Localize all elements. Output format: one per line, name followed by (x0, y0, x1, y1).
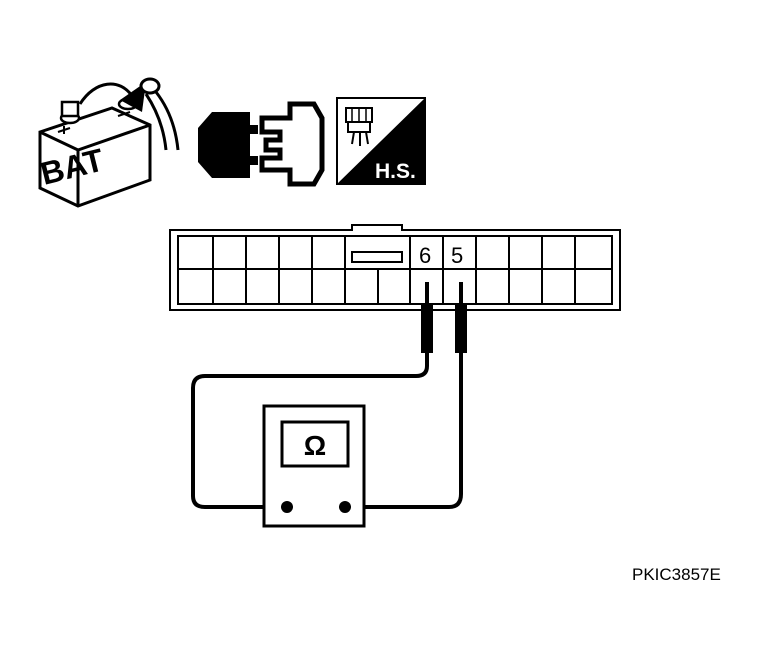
ohm-symbol: Ω (304, 430, 326, 461)
ohmmeter: Ω (262, 404, 366, 528)
harness-side-label: H.S. (375, 160, 416, 183)
connector-face: 6 5 (169, 224, 621, 311)
battery-disconnect-icon: BAT (37, 77, 180, 208)
cavity-grid (178, 236, 612, 304)
harness-side-icon: H.S. (336, 97, 426, 185)
connector-disconnect-icon (198, 101, 325, 187)
figure-code: PKIC3857E (632, 565, 721, 584)
test-lead-5 (346, 352, 463, 509)
meter-jack-right (339, 501, 351, 513)
test-lead-6 (191, 352, 429, 509)
terminal-number-5: 5 (451, 243, 463, 268)
probe-terminal-5 (455, 282, 467, 353)
probe-terminal-6 (421, 282, 433, 353)
terminal-number-6: 6 (419, 243, 431, 268)
meter-jack-left (281, 501, 293, 513)
